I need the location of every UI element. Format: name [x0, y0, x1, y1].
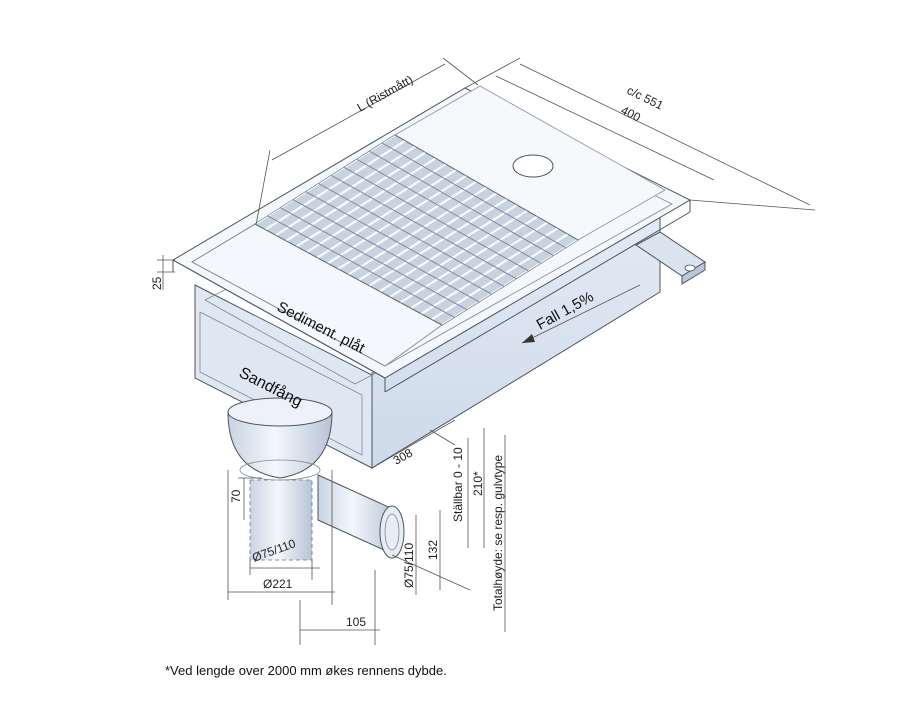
grate-bar	[410, 221, 549, 310]
grate-crossbar	[356, 158, 542, 264]
grate-bar	[316, 169, 457, 259]
grate-bar	[306, 163, 447, 253]
grate-crossbar	[331, 175, 517, 280]
footnote: *Ved lengde over 2000 mm økes rennens dy…	[165, 663, 447, 678]
d25-label: 25	[150, 276, 164, 290]
grate-bar	[285, 151, 427, 242]
pipe-dim-right-label: Ø75/110	[402, 543, 416, 588]
outlet-hole	[512, 154, 554, 178]
dimension-lines	[157, 57, 816, 645]
total-height-label: Totalhøyde: se resp. gulvtype	[491, 455, 505, 611]
grate-crossbar	[382, 142, 566, 249]
grate-crossbar	[292, 199, 480, 303]
grate-crossbar	[267, 215, 455, 318]
grate-bar	[264, 139, 406, 231]
grate-bar	[389, 209, 528, 298]
d221-label: Ø221	[263, 577, 293, 591]
grate	[254, 134, 579, 326]
length-label: L (Ristmått)	[355, 73, 416, 115]
grate-crossbar	[280, 207, 467, 310]
grate-bar	[431, 233, 569, 321]
mounting-bracket	[635, 231, 706, 285]
d105-label: 105	[346, 615, 366, 629]
d210-label: 210*	[471, 471, 485, 496]
grate-crossbar	[318, 183, 505, 287]
grate-crossbar	[305, 191, 492, 295]
grate-bar	[327, 174, 467, 265]
grate-bar	[337, 180, 477, 270]
grate-crossbar	[369, 150, 554, 256]
adjustable-label: Ställbar 0 - 10	[451, 447, 465, 522]
grate-bar	[379, 204, 518, 293]
grate-crossbar	[394, 135, 578, 241]
d70-label: 70	[229, 489, 243, 503]
grate-bar	[420, 227, 559, 315]
grate-bar	[295, 157, 437, 248]
width-label: 400	[619, 103, 643, 125]
outlet-assembly	[227, 397, 405, 561]
grate-crossbar	[343, 166, 529, 272]
grate-bar	[275, 145, 416, 237]
grate-bar	[347, 186, 488, 276]
sandfang-box	[199, 311, 363, 456]
grate-bar	[368, 198, 508, 287]
grate-bar	[358, 192, 498, 282]
d132-label: 132	[426, 540, 440, 560]
grate-bar	[399, 215, 538, 304]
grate-crossbar	[255, 223, 443, 325]
